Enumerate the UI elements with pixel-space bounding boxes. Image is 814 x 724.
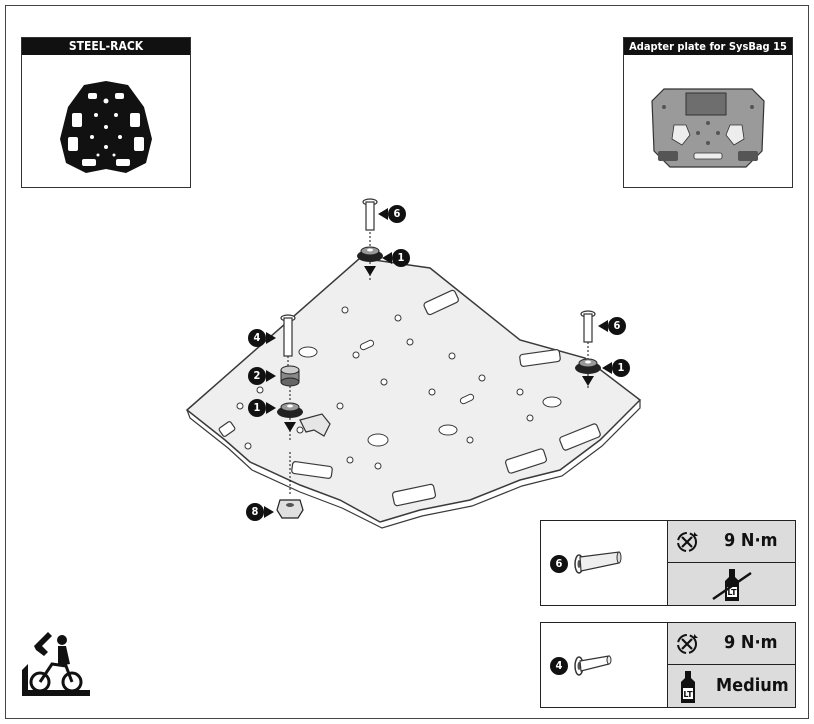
- torque-value: 9 N·m: [724, 632, 778, 653]
- svg-text:LT: LT: [727, 588, 737, 597]
- bolt-6-right: [580, 310, 596, 343]
- threadlocker-bottle-icon: LT: [681, 671, 695, 703]
- no-threadlocker-icon: LT: [712, 569, 752, 601]
- motorcycle-workshop-icon: [22, 632, 90, 696]
- grommet-1-right: [575, 358, 601, 374]
- callout-part-1: 1: [248, 399, 266, 417]
- callout-part-1: 1: [612, 359, 630, 377]
- svg-text:LT: LT: [683, 690, 693, 699]
- rack-plate: [185, 257, 642, 523]
- spec-threadlocker-cell: LT Medium: [668, 665, 795, 707]
- nut-8: [276, 499, 304, 519]
- adapter-plate-illustration: [651, 88, 765, 168]
- callout-part-6: 6: [608, 317, 626, 335]
- adapter-plate-title: Adapter plate for SysBag 15: [624, 38, 792, 55]
- spec-part-number: 6: [550, 555, 568, 573]
- spec-threadlocker-cell: LT: [668, 563, 795, 605]
- spec-torque-cell: 9 N·m: [668, 623, 795, 665]
- callout-part-1: 1: [392, 249, 410, 267]
- callout-part-8: 8: [246, 503, 264, 521]
- spacer-2: [280, 365, 300, 387]
- spec-part-number: 4: [550, 657, 568, 675]
- plate-holes: [236, 306, 562, 470]
- grommet-1-left: [277, 402, 303, 418]
- grommet-1-top: [357, 246, 383, 262]
- flat-head-bolt-icon: [574, 655, 612, 676]
- steel-rack-inset: STEEL-RACK: [21, 37, 191, 188]
- spec-part-cell: 4: [541, 623, 668, 707]
- adapter-plate-inset: Adapter plate for SysBag 15: [623, 37, 793, 188]
- callout-part-4: 4: [248, 329, 266, 347]
- plate-slots: [218, 289, 601, 507]
- page-frame: [5, 5, 809, 719]
- bolt-4: [280, 314, 296, 357]
- threadlocker-grade: Medium: [716, 675, 789, 696]
- flat-head-bolt-icon: [574, 551, 622, 574]
- steel-rack-title: STEEL-RACK: [22, 38, 190, 55]
- torque-wrench-icon: [677, 634, 698, 654]
- spec-table-part-6: 6 9 N·m LT: [540, 520, 796, 606]
- torque-value: 9 N·m: [724, 530, 778, 551]
- callout-part-2: 2: [248, 367, 266, 385]
- bolt-6-top: [362, 198, 378, 231]
- spec-part-cell: 6: [541, 521, 668, 605]
- torque-wrench-icon: [677, 532, 698, 552]
- spec-table-part-4: 4 9 N·m LT Medium: [540, 622, 796, 708]
- callout-part-6: 6: [388, 205, 406, 223]
- spec-torque-cell: 9 N·m: [668, 521, 795, 563]
- steel-rack-illustration: [60, 81, 152, 173]
